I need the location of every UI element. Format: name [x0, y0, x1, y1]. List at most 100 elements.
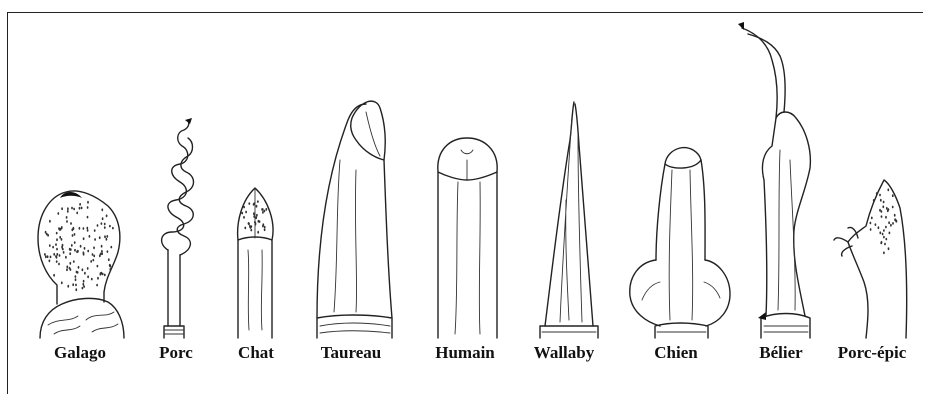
texture-dot	[243, 206, 245, 209]
label-chat: Chat	[238, 343, 274, 363]
texture-dot	[101, 208, 103, 211]
texture-dot	[79, 207, 81, 210]
texture-dot	[885, 216, 887, 219]
texture-dot	[892, 222, 894, 225]
texture-dot	[888, 208, 890, 211]
texture-dot	[244, 227, 246, 230]
texture-dot	[871, 217, 873, 220]
texture-dot	[80, 245, 82, 248]
texture-dot	[887, 188, 889, 191]
texture-dot	[888, 247, 890, 250]
texture-dot	[82, 268, 84, 271]
texture-dot	[66, 220, 68, 223]
texture-dot	[87, 267, 89, 270]
texture-dot	[108, 258, 110, 261]
texture-dot	[59, 254, 61, 257]
texture-dot	[253, 212, 255, 215]
texture-dot	[100, 272, 102, 275]
texture-dot	[248, 222, 250, 225]
texture-dot	[883, 251, 885, 254]
texture-dot	[886, 207, 888, 210]
texture-dot	[49, 259, 51, 262]
texture-dot	[75, 288, 77, 291]
texture-dot	[97, 277, 99, 280]
texture-dot	[93, 246, 95, 249]
texture-dot	[879, 194, 881, 197]
texture-dot	[72, 283, 74, 286]
texture-dot	[882, 233, 884, 236]
texture-dot	[76, 271, 78, 274]
texture-dot	[45, 231, 47, 234]
label-porc: Porc	[159, 343, 193, 363]
texture-dot	[106, 214, 108, 217]
texture-dot	[69, 262, 71, 265]
texture-dot	[66, 265, 68, 268]
texture-dot	[253, 215, 255, 218]
galago-drawing	[38, 191, 124, 338]
texture-dot	[879, 209, 881, 212]
humain-drawing	[438, 138, 497, 338]
texture-dot	[880, 199, 882, 202]
texture-dot	[50, 256, 52, 259]
texture-dot	[99, 236, 101, 239]
texture-dot	[870, 222, 872, 225]
texture-dot	[55, 243, 57, 246]
texture-dot	[76, 250, 78, 253]
texture-dot	[87, 250, 89, 253]
texture-dot	[75, 278, 77, 281]
texture-dot	[885, 238, 887, 241]
texture-dot	[264, 210, 266, 213]
label-humain: Humain	[435, 343, 495, 363]
texture-dot	[896, 220, 898, 223]
texture-dot	[873, 199, 875, 202]
texture-dot	[101, 245, 103, 248]
texture-dot	[102, 217, 104, 220]
texture-dot	[82, 287, 84, 290]
texture-dot	[79, 227, 81, 230]
texture-dot	[883, 236, 885, 239]
texture-dot	[881, 241, 883, 244]
texture-dot	[87, 206, 89, 209]
taureau-drawing	[317, 101, 392, 338]
label-wallaby: Wallaby	[534, 343, 594, 363]
texture-dot	[878, 226, 880, 229]
texture-dot	[53, 253, 55, 256]
texture-dot	[112, 227, 114, 230]
texture-dot	[70, 248, 72, 251]
texture-dot	[97, 224, 99, 227]
texture-dot	[71, 244, 73, 247]
texture-dot	[256, 214, 258, 217]
texture-dot	[74, 249, 76, 252]
texture-dot	[47, 255, 49, 258]
label-belier: Bélier	[759, 343, 802, 363]
galago-texture	[44, 201, 114, 291]
texture-dot	[73, 260, 75, 263]
texture-dot	[248, 202, 250, 205]
texture-dot	[52, 246, 54, 249]
texture-dot	[881, 215, 883, 218]
texture-dot	[256, 205, 258, 208]
texture-dot	[58, 227, 60, 230]
texture-dot	[79, 203, 81, 206]
texture-dot	[87, 229, 89, 232]
texture-dot	[894, 214, 896, 217]
texture-dot	[255, 223, 257, 226]
texture-dot	[883, 201, 885, 204]
texture-dot	[69, 252, 71, 255]
texture-dot	[71, 207, 73, 210]
texture-dot	[81, 207, 83, 210]
texture-dot	[82, 283, 84, 286]
texture-dot	[70, 222, 72, 225]
texture-dot	[61, 227, 63, 230]
texture-dot	[74, 233, 76, 236]
texture-dot	[44, 253, 46, 256]
texture-dot	[92, 253, 94, 256]
texture-dot	[56, 253, 58, 256]
texture-dot	[56, 232, 58, 235]
texture-dot	[876, 192, 878, 195]
texture-dot	[72, 234, 74, 237]
texture-dot	[104, 235, 106, 238]
texture-dot	[104, 223, 106, 226]
texture-dot	[885, 226, 887, 229]
